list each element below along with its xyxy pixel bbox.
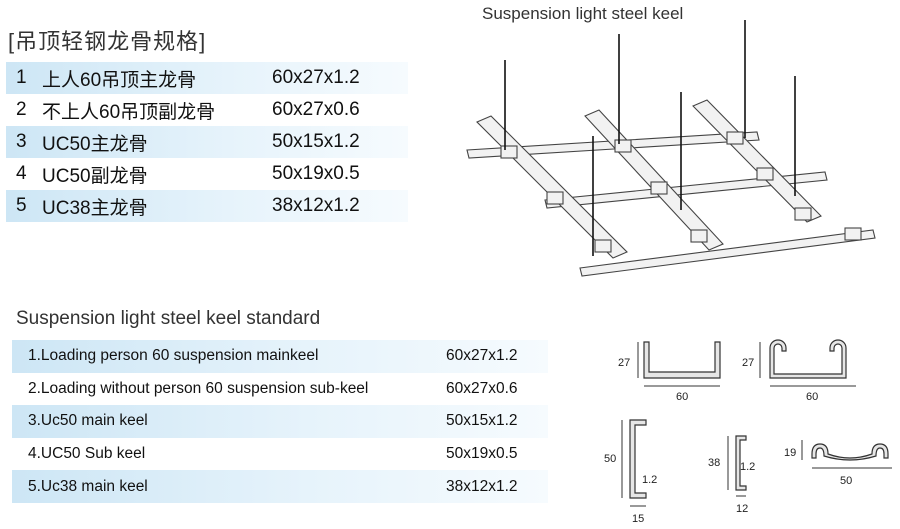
en-table-row: 1.Loading person 60 suspension mainkeel … xyxy=(12,340,548,373)
cn-table-row: 5 UC38主龙骨 38x12x1.2 xyxy=(6,190,408,222)
en-row-spec: 38x12x1.2 xyxy=(446,477,518,495)
en-row-name: 3.Uc50 main keel xyxy=(28,412,148,430)
cn-row-spec: 38x12x1.2 xyxy=(272,195,360,216)
profile-sections: 27 60 27 60 50 1.2 15 38 1.2 12 19 50 xyxy=(604,339,892,525)
profile-1-width: 60 xyxy=(676,391,688,403)
en-row-name: 4.UC50 Sub keel xyxy=(28,445,146,463)
profile-3-height: 50 xyxy=(604,453,616,465)
cn-spec-table: 1 上人60吊顶主龙骨 60x27x1.2 2 不上人60吊顶副龙骨 60x27… xyxy=(6,62,408,222)
profile-2-width: 60 xyxy=(806,391,818,403)
en-table-title: Suspension light steel keel standard xyxy=(16,308,321,329)
en-row-spec: 60x27x1.2 xyxy=(446,347,518,365)
cn-row-number: 3 xyxy=(16,131,27,152)
cn-row-name: UC38主龙骨 xyxy=(42,197,148,219)
profile-3-thickness: 1.2 xyxy=(642,474,657,486)
cn-row-number: 1 xyxy=(16,67,27,88)
cn-row-spec: 50x19x0.5 xyxy=(272,163,360,184)
profile-4-width: 12 xyxy=(736,503,748,515)
cn-row-name: UC50主龙骨 xyxy=(42,133,148,155)
en-row-spec: 50x19x0.5 xyxy=(446,445,518,463)
cn-row-spec: 60x27x0.6 xyxy=(272,99,360,120)
cn-row-name: 不上人60吊顶副龙骨 xyxy=(42,101,216,123)
en-table-row: 4.UC50 Sub keel 50x19x0.5 xyxy=(12,438,548,471)
cn-row-number: 5 xyxy=(16,195,27,216)
profile-5-height: 19 xyxy=(784,447,796,459)
en-row-spec: 60x27x0.6 xyxy=(446,379,518,397)
en-table-row: 3.Uc50 main keel 50x15x1.2 xyxy=(12,405,548,438)
en-row-name: 1.Loading person 60 suspension mainkeel xyxy=(28,347,319,365)
cn-row-spec: 50x15x1.2 xyxy=(272,131,360,152)
en-spec-table: 1.Loading person 60 suspension mainkeel … xyxy=(12,340,548,503)
profile-5-width: 50 xyxy=(840,475,852,487)
profile-1-height: 27 xyxy=(618,357,630,369)
cn-table-row: 2 不上人60吊顶副龙骨 60x27x0.6 xyxy=(6,94,408,126)
cn-table-row: 3 UC50主龙骨 50x15x1.2 xyxy=(6,126,408,158)
en-row-name: 2.Loading without person 60 suspension s… xyxy=(28,379,369,397)
profile-2-height: 27 xyxy=(742,357,754,369)
profile-4-height: 38 xyxy=(708,457,720,469)
en-row-name: 5.Uc38 main keel xyxy=(28,477,148,495)
cn-table-row: 4 UC50副龙骨 50x19x0.5 xyxy=(6,158,408,190)
cn-table-title: [吊顶轻钢龙骨规格] xyxy=(8,29,207,54)
cn-table-row: 1 上人60吊顶主龙骨 60x27x1.2 xyxy=(6,62,408,94)
en-table-row: 5.Uc38 main keel 38x12x1.2 xyxy=(12,470,548,503)
suspension-diagram-title: Suspension light steel keel xyxy=(482,4,684,23)
profile-3-width: 15 xyxy=(632,513,644,525)
cn-row-spec: 60x27x1.2 xyxy=(272,67,360,88)
cn-row-number: 2 xyxy=(16,99,27,120)
suspension-keel-diagram xyxy=(466,20,876,277)
cn-row-number: 4 xyxy=(16,163,27,184)
en-row-spec: 50x15x1.2 xyxy=(446,412,518,430)
en-table-row: 2.Loading without person 60 suspension s… xyxy=(12,373,548,406)
profile-4-thickness: 1.2 xyxy=(740,461,755,473)
cn-row-name: UC50副龙骨 xyxy=(42,165,148,187)
cn-row-name: 上人60吊顶主龙骨 xyxy=(42,69,197,91)
